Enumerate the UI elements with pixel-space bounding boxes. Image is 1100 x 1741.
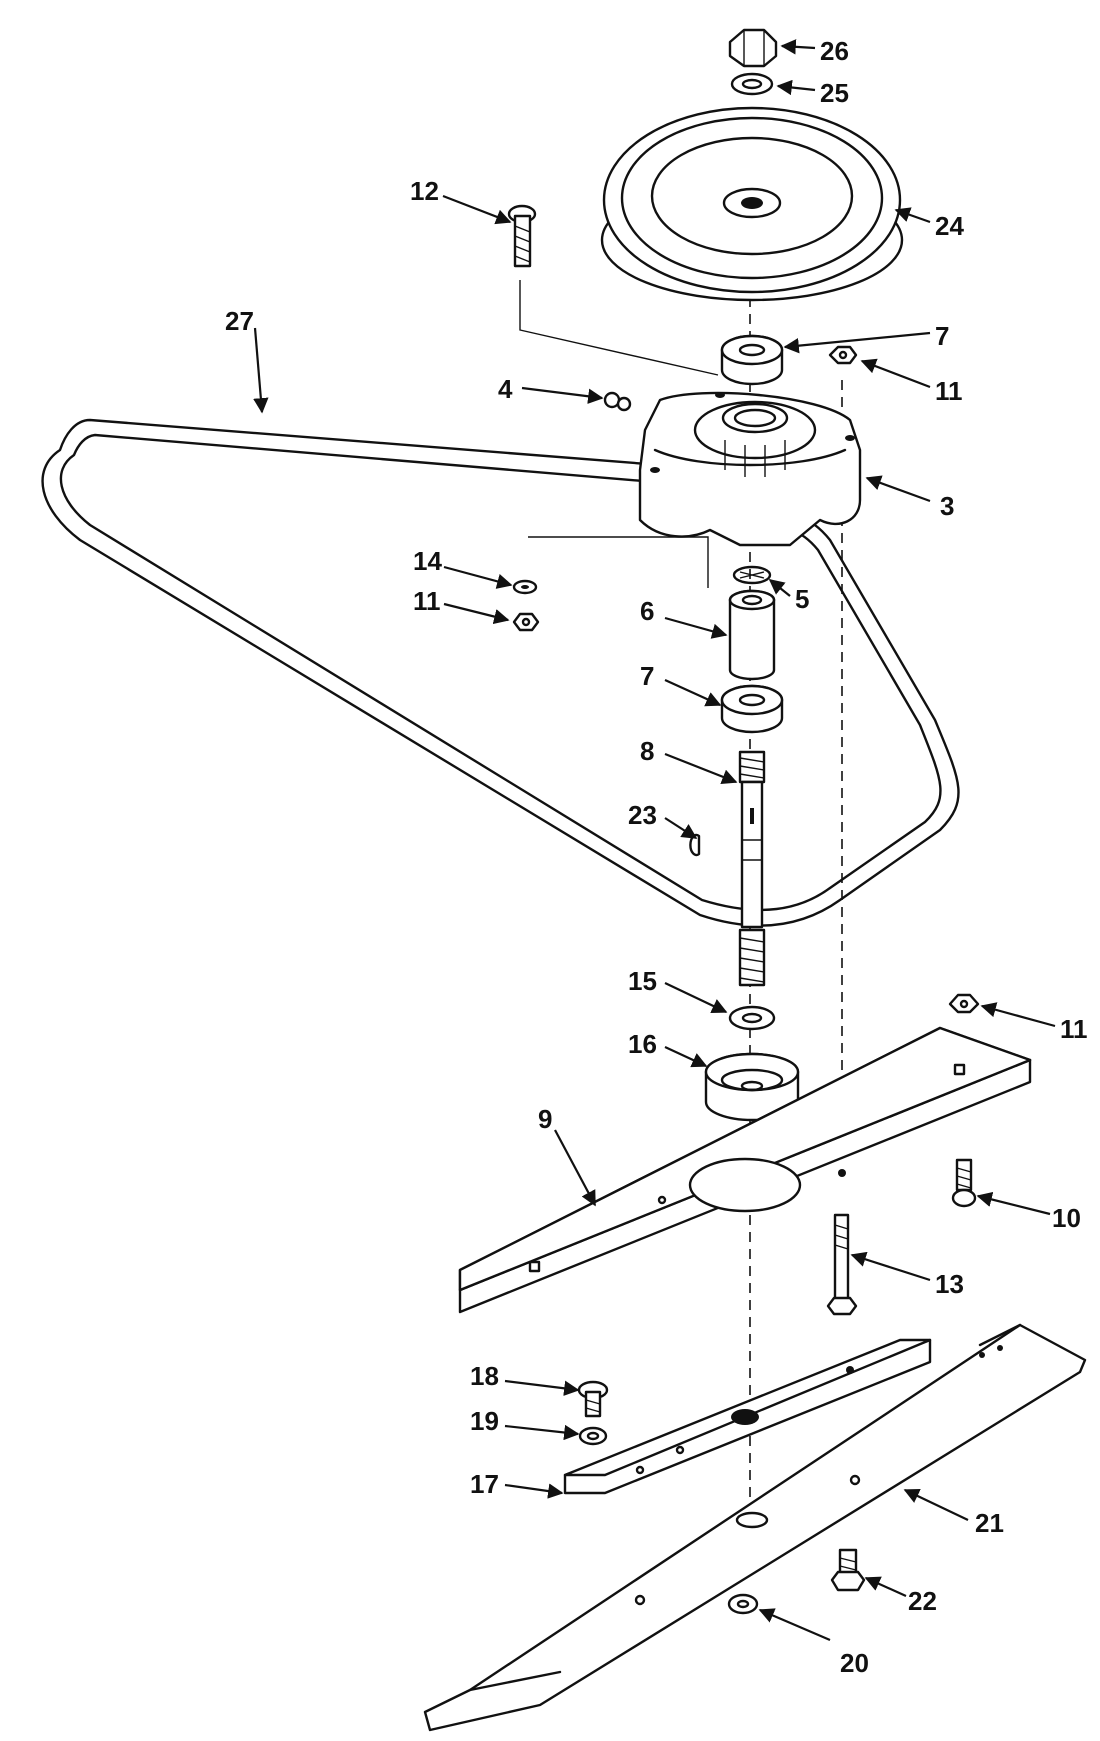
callout-8: 8 bbox=[640, 736, 654, 766]
long-bolt bbox=[826, 1213, 858, 1316]
callout-11-right: 11 bbox=[1060, 1014, 1088, 1044]
callout-27: 27 bbox=[225, 306, 254, 336]
pulley bbox=[600, 106, 904, 302]
callout-labels: 26 25 24 12 7 27 4 11 3 14 11 5 6 7 8 23… bbox=[225, 36, 1088, 1678]
callout-15: 15 bbox=[628, 966, 657, 996]
mower-blade bbox=[423, 1323, 1087, 1732]
upper-bearing bbox=[720, 334, 784, 386]
callout-24: 24 bbox=[935, 211, 964, 241]
callout-11-top: 11 bbox=[935, 376, 963, 406]
lock-washer-left bbox=[512, 579, 538, 595]
callout-7-lower: 7 bbox=[640, 661, 654, 691]
adapter-plate bbox=[458, 1026, 1032, 1314]
grease-fitting bbox=[603, 391, 632, 412]
callout-7-upper: 7 bbox=[935, 321, 949, 351]
callout-26: 26 bbox=[820, 36, 849, 66]
assembly-axis-lines bbox=[519, 110, 843, 1570]
callout-22: 22 bbox=[908, 1586, 937, 1616]
top-nut bbox=[728, 28, 778, 68]
spacer-tube bbox=[728, 589, 776, 681]
blade-stiffener bbox=[563, 1338, 932, 1495]
top-washer bbox=[730, 72, 774, 96]
lower-bearing bbox=[720, 684, 784, 734]
callout-5: 5 bbox=[795, 584, 809, 614]
callout-12: 12 bbox=[410, 176, 439, 206]
blade-cup bbox=[704, 1052, 800, 1122]
plate-bolt bbox=[951, 1158, 977, 1208]
callout-13: 13 bbox=[935, 1269, 964, 1299]
callout-17: 17 bbox=[470, 1469, 499, 1499]
leader-arrows bbox=[253, 39, 1056, 1642]
callout-4: 4 bbox=[498, 374, 513, 404]
nut-left bbox=[512, 612, 540, 632]
spindle-housing bbox=[638, 391, 862, 547]
blade-washer bbox=[727, 1593, 759, 1615]
callout-21: 21 bbox=[975, 1508, 1004, 1538]
callout-10: 10 bbox=[1052, 1203, 1081, 1233]
callout-16: 16 bbox=[628, 1029, 657, 1059]
callout-14: 14 bbox=[413, 546, 442, 576]
blade-bolt bbox=[830, 1548, 866, 1592]
callout-3: 3 bbox=[940, 491, 954, 521]
callout-23: 23 bbox=[628, 800, 657, 830]
callout-6: 6 bbox=[640, 596, 654, 626]
spindle-shaft bbox=[738, 750, 766, 987]
callout-9: 9 bbox=[538, 1104, 552, 1134]
spindle-bolt bbox=[507, 204, 537, 268]
callout-19: 19 bbox=[470, 1406, 499, 1436]
callout-20: 20 bbox=[840, 1648, 869, 1678]
shaft-washer bbox=[728, 1005, 776, 1031]
callout-18: 18 bbox=[470, 1361, 499, 1391]
nut-right bbox=[948, 993, 980, 1014]
snap-ring bbox=[732, 565, 772, 585]
housing-nut-top bbox=[828, 345, 858, 365]
callout-11-left: 11 bbox=[413, 586, 441, 616]
stiffener-washer bbox=[578, 1426, 608, 1446]
stiffener-bolt bbox=[577, 1380, 609, 1418]
callout-25: 25 bbox=[820, 78, 849, 108]
